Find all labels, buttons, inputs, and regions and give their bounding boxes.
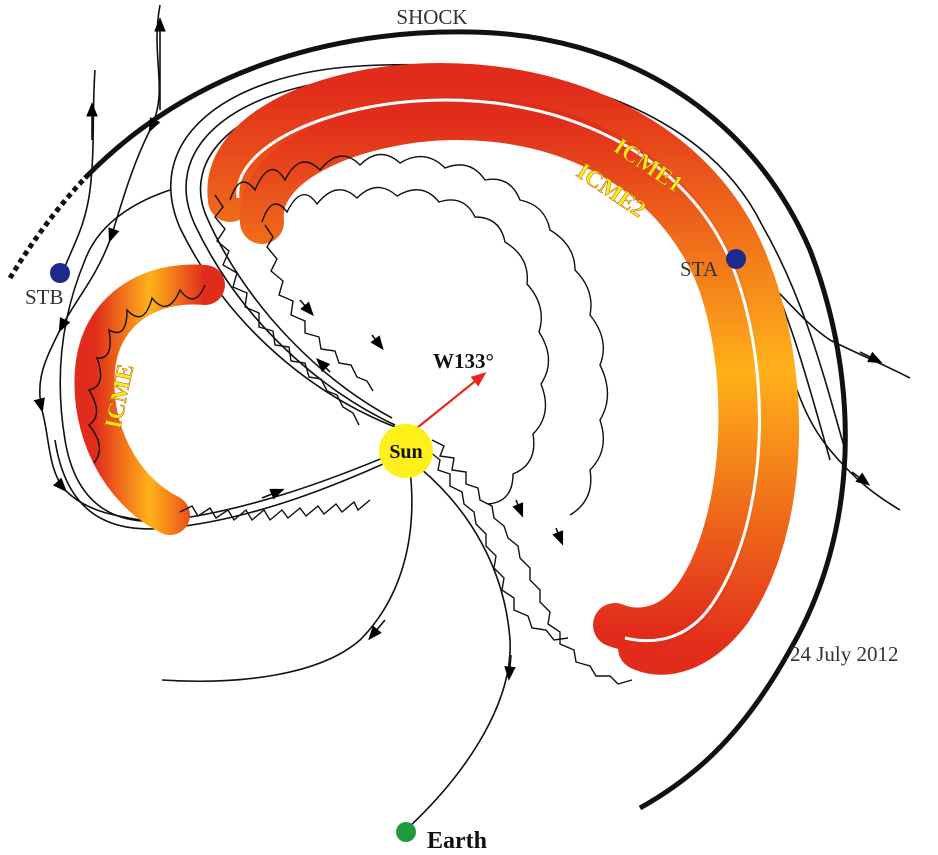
wavy-field-line-lower-right-2 — [429, 451, 569, 641]
wavy-field-line-upper-left-2 — [264, 224, 374, 392]
stb-label: STB — [25, 285, 64, 309]
wavy-field-line-lower-left — [179, 499, 371, 522]
sun-label: Sun — [389, 441, 422, 463]
earth-label: Earth — [427, 828, 487, 854]
shock-front-extrapolated — [7, 176, 87, 280]
shock-label: SHOCK — [396, 5, 467, 29]
sta-spacecraft — [726, 249, 746, 269]
icme1-flux-rope — [207, 62, 800, 675]
channel-arrow-right — [512, 499, 524, 518]
field-line-right-upper-arrow — [859, 351, 883, 364]
direction-arrow — [411, 372, 487, 433]
date-label: 24 July 2012 — [790, 642, 899, 666]
sta-label: STA — [680, 257, 719, 281]
icme2-flux-rope — [239, 95, 763, 652]
icme1-twisted-field — [229, 153, 609, 516]
field-line-sun-earth — [407, 467, 511, 829]
wavy-field-line-upper-left — [214, 194, 360, 426]
icme-left-flux-rope — [74, 264, 225, 535]
icme2-twisted-field — [261, 186, 550, 505]
shock-front — [83, 29, 848, 811]
field-line-right-lower-arrow — [851, 471, 871, 486]
field-line-sun-lower-left-arrow — [368, 619, 386, 641]
channel-arrow-upper — [299, 299, 314, 317]
channel-arrow-right-2 — [552, 527, 564, 546]
icme-left-twisted-field — [87, 284, 206, 464]
channel-arrow-upper-2 — [370, 334, 384, 351]
draped-field-line-mid — [169, 63, 846, 451]
wavy-field-line-lower-right — [431, 439, 633, 685]
field-line-stb — [33, 4, 161, 521]
channel-arrow-mid — [315, 357, 331, 373]
stb-spacecraft — [50, 263, 70, 283]
earth — [396, 822, 416, 842]
icme-separator — [236, 98, 761, 643]
sun — [379, 424, 433, 478]
direction-label: W133° — [433, 349, 494, 373]
field-line-sun-earth-arrow — [504, 654, 516, 681]
wavy-field-line-lower-left-arrow — [261, 488, 285, 500]
field-line-sun-lower-left — [161, 469, 413, 682]
